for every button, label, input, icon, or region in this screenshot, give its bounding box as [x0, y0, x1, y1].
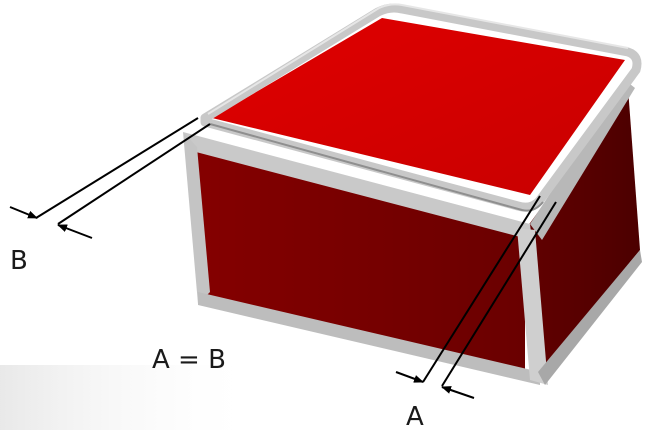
lid-frame-highlight [207, 3, 629, 115]
lid-frame [200, 3, 642, 212]
frame-side-top-rail [530, 80, 635, 240]
frame-right-post [517, 228, 548, 385]
side-panel [525, 88, 640, 372]
lid-surface [212, 18, 625, 195]
box-body [183, 80, 642, 385]
front-panel [190, 140, 525, 380]
dimension-b-extension-inner [57, 123, 211, 225]
dimension-a-arrow-right [441, 386, 475, 399]
dimension-b: B [9, 117, 211, 276]
dimension-a: A [395, 195, 557, 430]
frame-side-bottom-rail [538, 250, 642, 385]
dimension-a-extension-outer [422, 195, 541, 383]
equation-label: A = B [152, 345, 226, 375]
frame-left-post [183, 132, 210, 304]
dimension-b-arrow-left [9, 206, 38, 219]
dimension-b-arrow-right [57, 224, 93, 239]
dimension-a-arrow-left [395, 371, 424, 383]
label-a: A [406, 402, 424, 430]
dimension-a-extension-inner [441, 201, 557, 387]
frame-top-rail [183, 132, 532, 240]
frame-bottom-rail [198, 292, 540, 385]
label-b: B [10, 246, 28, 276]
floor-fade [0, 365, 260, 430]
dimension-b-extension-outer [35, 117, 199, 219]
